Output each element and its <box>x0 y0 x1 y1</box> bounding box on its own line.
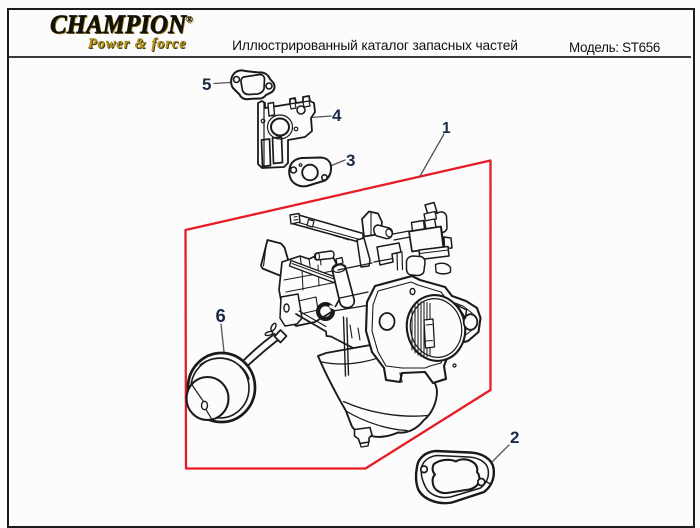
svg-text:1: 1 <box>442 120 451 137</box>
svg-text:4: 4 <box>332 106 342 125</box>
svg-text:6: 6 <box>216 305 226 326</box>
svg-text:2: 2 <box>510 428 519 447</box>
svg-text:3: 3 <box>346 151 355 170</box>
svg-text:5: 5 <box>202 75 211 94</box>
